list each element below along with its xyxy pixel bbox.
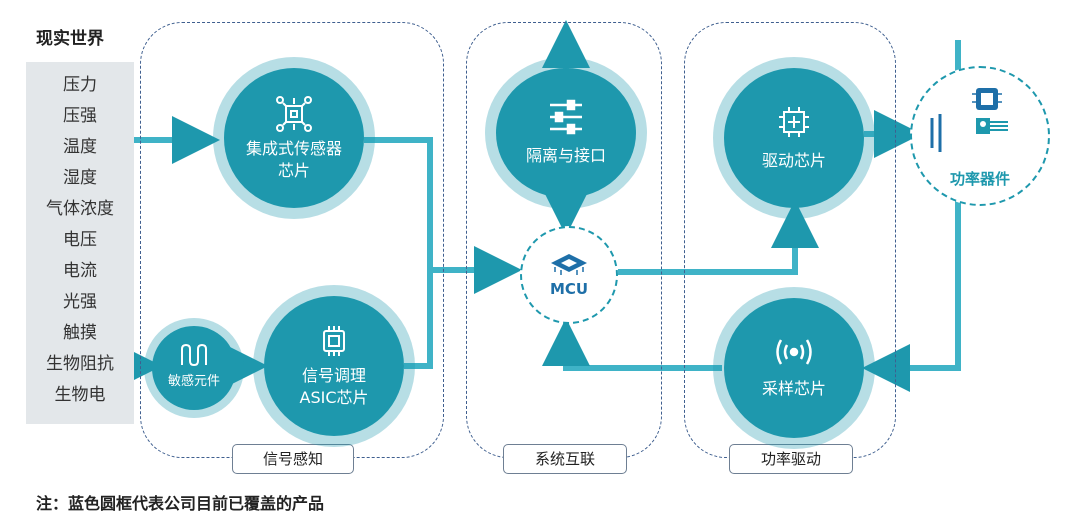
igbt-symbol-icon: [930, 114, 942, 152]
sampling-chip-label: 采样芯片: [761, 379, 826, 398]
signal-conditioning-label-1: 信号调理: [301, 366, 366, 385]
driver-chip-label: 驱动芯片: [761, 151, 826, 170]
real-world-item: 生物电: [54, 385, 106, 405]
power-component-icon: [972, 88, 1008, 134]
real-world-item: 电压: [63, 230, 97, 250]
sensitive-element-label: 敏感元件: [167, 374, 220, 389]
real-world-item: 电流: [63, 261, 97, 281]
real-world-item: 温度: [63, 137, 97, 157]
real-world-panel: [26, 62, 134, 424]
line-mcu-to-driver: [618, 200, 819, 275]
real-world-item: 湿度: [63, 168, 97, 188]
real-world-list: 压力压强温度湿度气体浓度电压电流光强触摸生物阻抗生物电: [26, 70, 134, 411]
signal-conditioning-label-2: ASIC芯片: [299, 388, 369, 407]
wireless-signal-icon: [776, 339, 812, 365]
real-world-title: 现实世界: [36, 29, 104, 49]
group-sensing-label: 信号感知: [232, 444, 354, 474]
line-asic-to-mcu: [404, 270, 433, 369]
coil-icon: [181, 343, 207, 367]
mcu-label: MCU: [549, 280, 589, 298]
mcu-chip-icon: [551, 254, 587, 275]
integrated-sensor-label: 集成式传感器芯片: [245, 139, 342, 180]
isolation-interface-label: 隔离与接口: [525, 146, 606, 165]
real-world-item: 气体浓度: [46, 199, 114, 219]
mcu-node: MCU: [520, 226, 618, 324]
footnote: 注：蓝色圆框代表公司目前已覆盖的产品: [36, 494, 325, 513]
isolation-interface-node: 隔离与接口: [496, 68, 636, 198]
sampling-chip-node: 采样芯片: [724, 298, 864, 438]
sensitive-element-node: 敏感元件: [152, 326, 236, 410]
real-world-item: 压强: [63, 106, 97, 126]
signal-conditioning-asic-node: 信号调理 ASIC芯片: [264, 296, 404, 436]
processor-icon: [779, 107, 809, 137]
real-world-item: 触摸: [63, 323, 97, 343]
line-sampling-to-mcu: [542, 318, 722, 371]
real-world-item: 压力: [63, 75, 97, 95]
sensor-chip-icon: [276, 96, 312, 132]
sliders-icon: [550, 99, 582, 135]
driver-chip-node: 驱动芯片: [724, 68, 864, 208]
group-interconnect-label: 系统互联: [503, 444, 627, 474]
power-device-label: 功率器件: [949, 170, 1010, 188]
group-power-label: 功率驱动: [729, 444, 853, 474]
real-world-item: 生物阻抗: [46, 354, 114, 374]
chip-icon: [323, 326, 345, 356]
integrated-sensor-chip-node: 集成式传感器芯片: [224, 68, 364, 208]
real-world-item: 光强: [63, 292, 97, 312]
power-device-node: 功率器件: [910, 66, 1050, 206]
line-integrated-to-mcu: [364, 137, 433, 270]
